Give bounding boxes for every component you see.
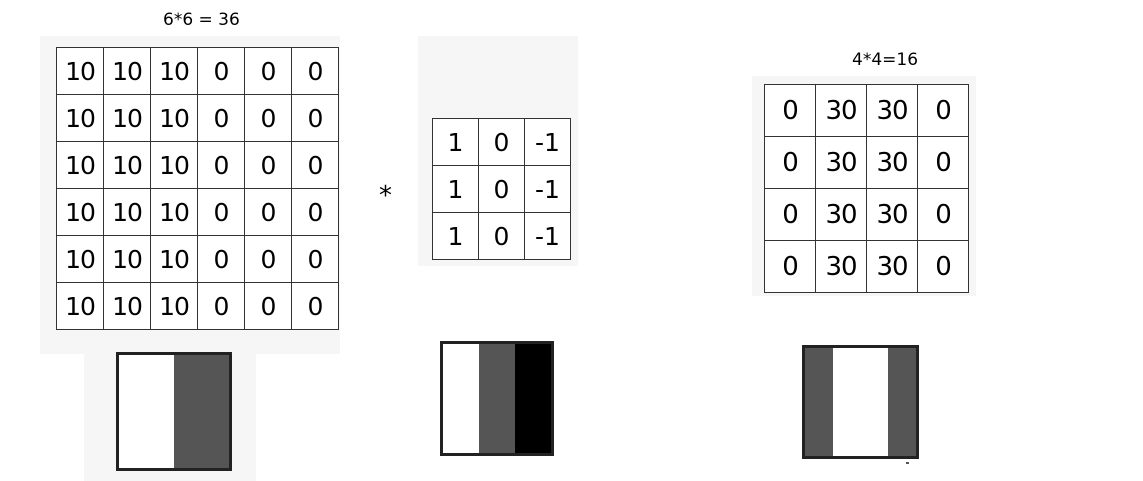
input-matrix-cell: 10 bbox=[56, 94, 104, 142]
output-matrix-cell: 0 bbox=[764, 240, 816, 293]
input-swatch-band bbox=[174, 355, 229, 468]
input-matrix-cell: 10 bbox=[103, 94, 151, 142]
output-matrix-cell: 0 bbox=[917, 240, 969, 293]
input-matrix-cell: 10 bbox=[150, 47, 198, 95]
input-matrix-cell: 10 bbox=[150, 188, 198, 236]
output-matrix-cell: 0 bbox=[764, 84, 816, 137]
input-matrix-cell: 10 bbox=[56, 141, 104, 189]
kernel-matrix-cell: -1 bbox=[524, 118, 571, 166]
kernel-matrix-cell: -1 bbox=[524, 212, 571, 260]
input-matrix-cell: 0 bbox=[197, 188, 245, 236]
input-matrix-cell: 0 bbox=[291, 188, 339, 236]
output-size-caption: 4*4=16 bbox=[852, 50, 919, 70]
output-matrix-cell: 0 bbox=[764, 188, 816, 241]
input-matrix-cell: 10 bbox=[150, 94, 198, 142]
input-matrix-cell: 10 bbox=[56, 47, 104, 95]
input-matrix-cell: 0 bbox=[197, 141, 245, 189]
output-matrix-cell: 30 bbox=[815, 84, 867, 137]
input-matrix-cell: 0 bbox=[197, 94, 245, 142]
kernel-swatch-band bbox=[515, 344, 551, 453]
kernel-matrix-cell: 1 bbox=[432, 165, 479, 213]
output-matrix-cell: 30 bbox=[815, 188, 867, 241]
output-matrix-cell: 30 bbox=[866, 188, 918, 241]
input-matrix-cell: 10 bbox=[150, 141, 198, 189]
output-matrix-cell: 0 bbox=[917, 188, 969, 241]
input-swatch-band bbox=[119, 355, 174, 468]
input-matrix-cell: 10 bbox=[56, 188, 104, 236]
input-matrix-cell: 10 bbox=[103, 282, 151, 330]
input-matrix-cell: 0 bbox=[197, 47, 245, 95]
input-matrix-cell: 10 bbox=[150, 282, 198, 330]
kernel-image-swatch bbox=[440, 341, 554, 456]
input-matrix-cell: 10 bbox=[150, 235, 198, 283]
input-matrix-cell: 10 bbox=[56, 235, 104, 283]
output-matrix-cell: 0 bbox=[917, 136, 969, 189]
output-matrix-cell: 0 bbox=[917, 84, 969, 137]
input-matrix-cell: 0 bbox=[197, 282, 245, 330]
output-matrix-cell: 30 bbox=[866, 240, 918, 293]
kernel-swatch-band bbox=[479, 344, 515, 453]
kernel-matrix-cell: -1 bbox=[524, 165, 571, 213]
output-matrix-cell: 30 bbox=[815, 240, 867, 293]
output-matrix-cell: 30 bbox=[866, 84, 918, 137]
input-image-swatch bbox=[116, 352, 232, 471]
input-matrix-cell: 0 bbox=[291, 47, 339, 95]
output-matrix-cell: 0 bbox=[764, 136, 816, 189]
output-swatch-band bbox=[832, 348, 889, 456]
output-matrix-cell: 30 bbox=[866, 136, 918, 189]
input-matrix-cell: 10 bbox=[103, 235, 151, 283]
kernel-matrix-cell: 1 bbox=[432, 118, 479, 166]
kernel-matrix-cell: 0 bbox=[478, 118, 525, 166]
input-matrix-cell: 10 bbox=[56, 282, 104, 330]
input-matrix-cell: 0 bbox=[244, 235, 292, 283]
input-matrix-cell: 10 bbox=[103, 47, 151, 95]
input-matrix-cell: 0 bbox=[244, 94, 292, 142]
input-size-caption: 6*6 = 36 bbox=[163, 10, 240, 30]
input-matrix-cell: 0 bbox=[244, 282, 292, 330]
input-matrix-cell: 10 bbox=[103, 188, 151, 236]
output-swatch-band bbox=[805, 348, 833, 456]
output-matrix-cell: 30 bbox=[815, 136, 867, 189]
input-matrix-cell: 0 bbox=[291, 94, 339, 142]
input-matrix-cell: 10 bbox=[103, 141, 151, 189]
input-matrix-cell: 0 bbox=[244, 141, 292, 189]
kernel-matrix-cell: 0 bbox=[478, 212, 525, 260]
convolution-operator: * bbox=[379, 181, 392, 211]
kernel-swatch-band bbox=[443, 344, 479, 453]
input-matrix-cell: 0 bbox=[291, 235, 339, 283]
kernel-matrix-cell: 1 bbox=[432, 212, 479, 260]
scan-speck bbox=[906, 462, 909, 464]
kernel-matrix-cell: 0 bbox=[478, 165, 525, 213]
input-matrix-cell: 0 bbox=[291, 282, 339, 330]
input-matrix-cell: 0 bbox=[244, 47, 292, 95]
output-image-swatch bbox=[802, 345, 919, 459]
input-matrix-cell: 0 bbox=[244, 188, 292, 236]
output-swatch-band bbox=[888, 348, 916, 456]
input-matrix-cell: 0 bbox=[291, 141, 339, 189]
input-matrix-cell: 0 bbox=[197, 235, 245, 283]
